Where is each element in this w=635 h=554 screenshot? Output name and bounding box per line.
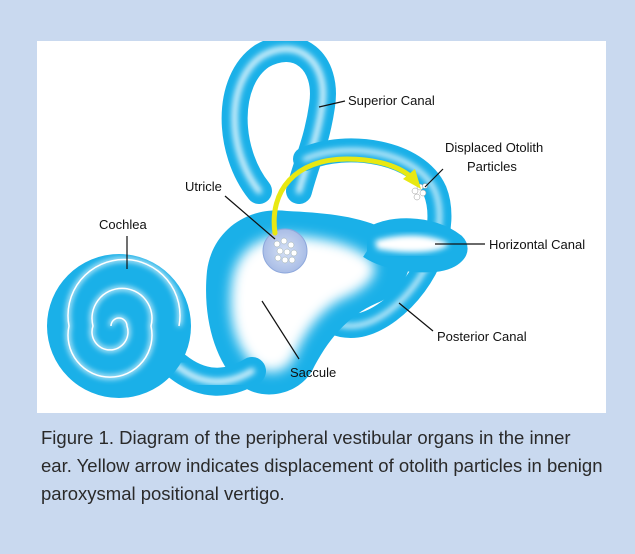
inner-ear-diagram: Superior Canal Displaced Otolith Particl… bbox=[37, 41, 606, 413]
label-posterior-canal: Posterior Canal bbox=[437, 329, 527, 344]
label-cochlea: Cochlea bbox=[99, 217, 147, 232]
label-horizontal-canal: Horizontal Canal bbox=[489, 237, 585, 252]
figure-caption: Figure 1. Diagram of the peripheral vest… bbox=[41, 424, 606, 508]
label-displaced-otolith-line1: Displaced Otolith bbox=[445, 140, 543, 155]
label-saccule: Saccule bbox=[290, 365, 336, 380]
label-utricle: Utricle bbox=[185, 179, 222, 194]
cochlea bbox=[47, 254, 191, 398]
label-displaced-otolith-line2: Particles bbox=[467, 159, 517, 174]
label-superior-canal: Superior Canal bbox=[348, 93, 435, 108]
posterior-canal-leader bbox=[399, 303, 433, 331]
utricle bbox=[263, 229, 307, 273]
inner-ear-illustration: Superior Canal Displaced Otolith Particl… bbox=[37, 41, 606, 413]
